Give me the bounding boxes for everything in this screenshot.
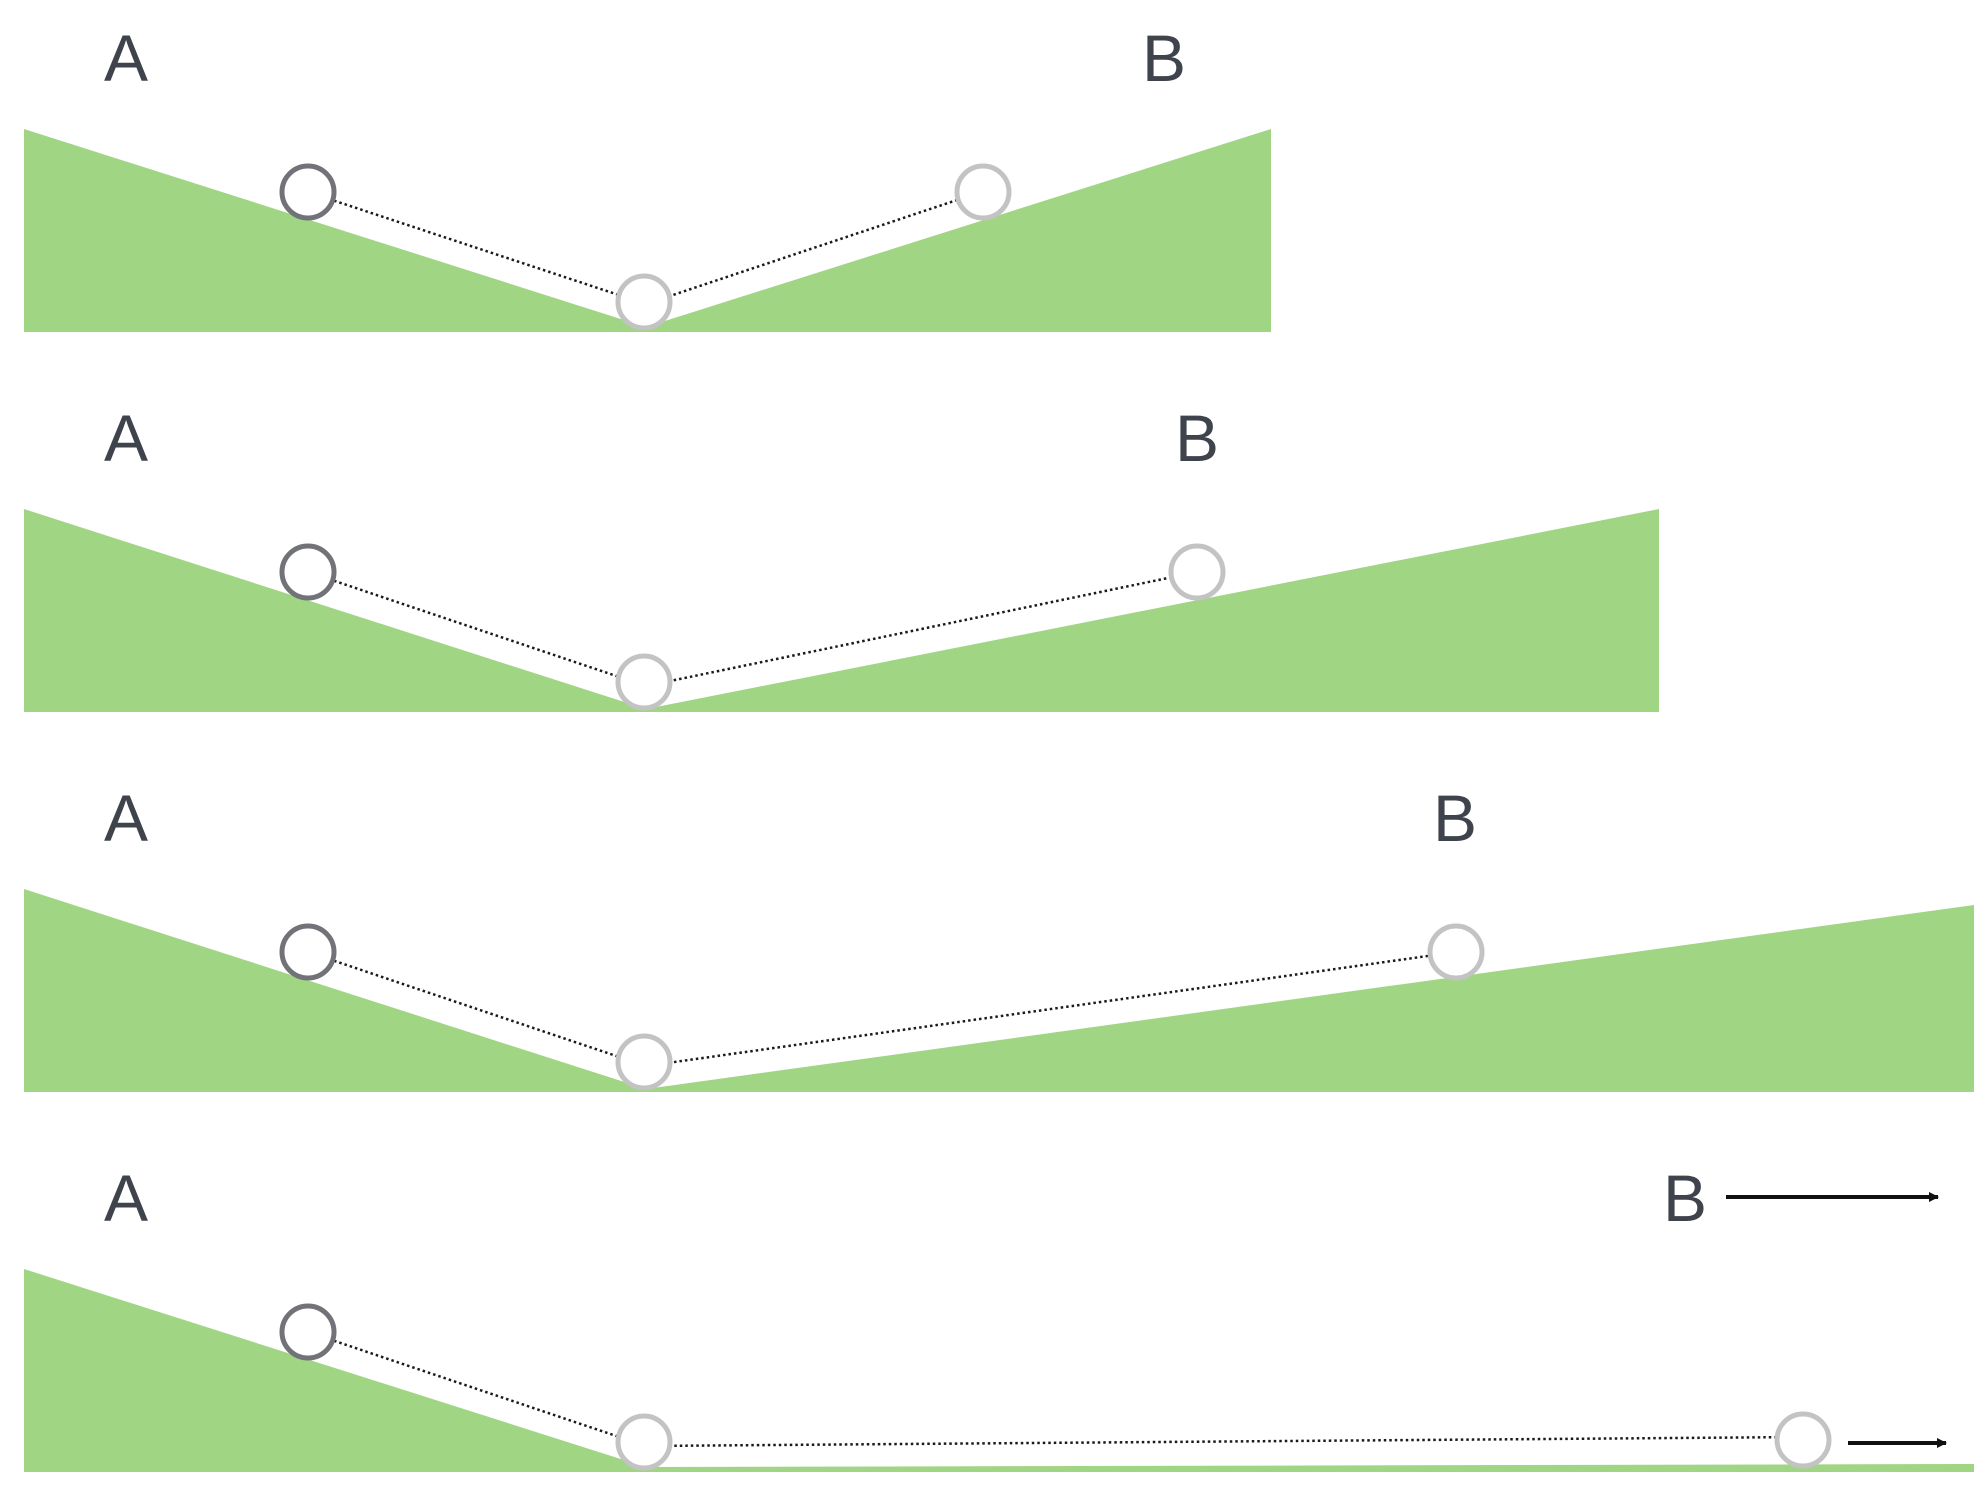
label-a: A: [104, 781, 148, 855]
ground-shape: [24, 129, 1271, 332]
panel-4: A B: [24, 1161, 1974, 1472]
label-a: A: [104, 1161, 148, 1235]
panel-2: A B: [24, 401, 1659, 712]
dotted-path: [307, 570, 1198, 688]
label-b: B: [1663, 1161, 1707, 1235]
ball-end: [1774, 1411, 1832, 1469]
ball-start: [279, 163, 337, 221]
ball-bottom: [615, 653, 673, 711]
label-b: B: [1175, 401, 1219, 475]
panel-1: A B: [24, 21, 1271, 332]
ball-start: [279, 923, 337, 981]
ball-end: [1427, 923, 1485, 981]
ball-end: [954, 163, 1012, 221]
dotted-path: [307, 950, 1457, 1068]
ball-start: [279, 1303, 337, 1361]
label-a: A: [104, 401, 148, 475]
ground-shape: [24, 1269, 1974, 1472]
label-b: B: [1433, 781, 1477, 855]
ground-shape: [24, 509, 1659, 712]
ball-start: [279, 543, 337, 601]
dotted-path: [307, 1330, 1804, 1448]
label-a: A: [104, 21, 148, 95]
panel-3: A B: [24, 781, 1974, 1092]
ball-bottom: [615, 1033, 673, 1091]
ball-end: [1168, 543, 1226, 601]
ball-bottom: [615, 1413, 673, 1471]
label-b: B: [1142, 21, 1186, 95]
ball-bottom: [615, 273, 673, 331]
ground-shape: [24, 889, 1974, 1092]
